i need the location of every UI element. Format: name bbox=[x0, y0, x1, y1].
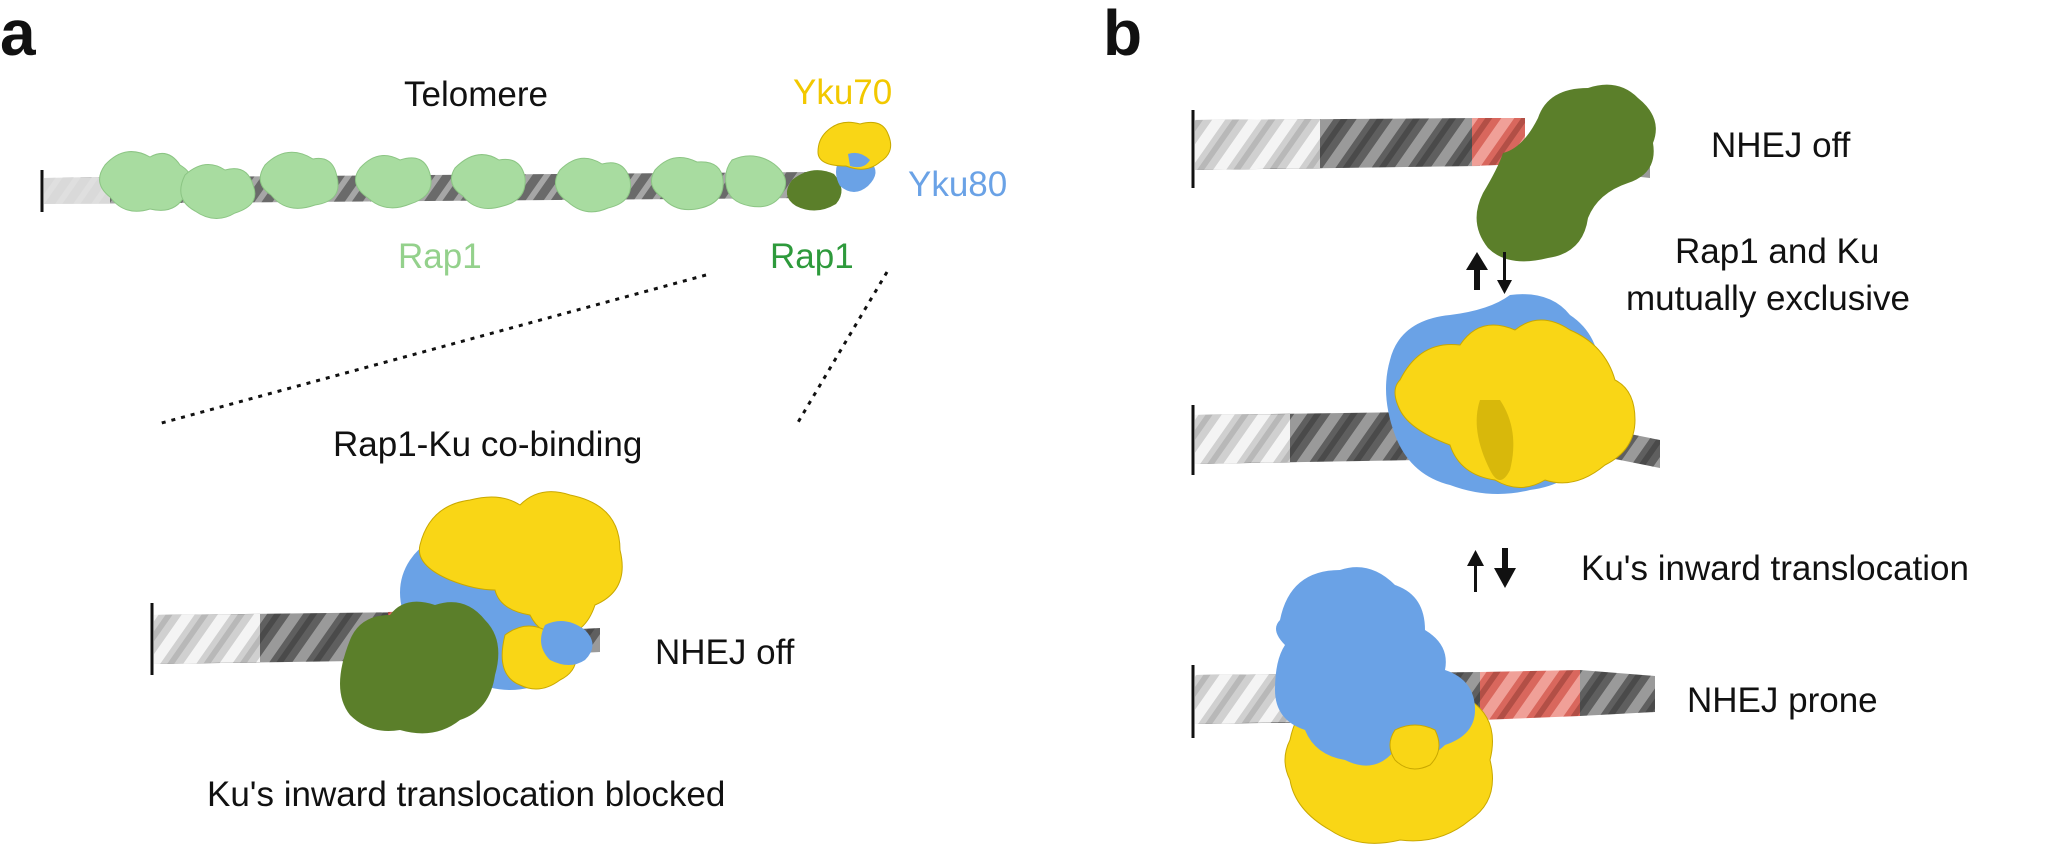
state-ku-translocated bbox=[1191, 567, 1655, 844]
state-rap1-bound bbox=[1191, 84, 1656, 262]
cobinding-label: Rap1-Ku co-binding bbox=[333, 425, 642, 464]
nhej-prone-label: NHEJ prone bbox=[1687, 681, 1878, 720]
nhej-off-label-b: NHEJ off bbox=[1711, 126, 1851, 165]
nhej-off-label-a: NHEJ off bbox=[655, 633, 795, 672]
blocked-label: Ku's inward translocation blocked bbox=[207, 775, 725, 814]
panel-b-letter: b bbox=[1103, 0, 1142, 69]
equilibrium-arrows-2 bbox=[1467, 548, 1516, 592]
yku70-label: Yku70 bbox=[793, 73, 892, 112]
equilibrium-arrows-1 bbox=[1466, 252, 1512, 294]
telomere-end-complex bbox=[786, 121, 892, 211]
rap1-label-light: Rap1 bbox=[398, 237, 482, 276]
exclusive-label-line1: Rap1 and Ku bbox=[1675, 232, 1879, 271]
rap1-ku-cobound-complex bbox=[340, 491, 623, 734]
state-ku-bound bbox=[1191, 294, 1660, 494]
exclusive-label-line2: mutually exclusive bbox=[1626, 279, 1910, 318]
panel-a-letter: a bbox=[0, 0, 36, 69]
telomere-label: Telomere bbox=[404, 75, 548, 114]
zoom-lines bbox=[157, 271, 889, 426]
translocation-label: Ku's inward translocation bbox=[1581, 549, 1969, 588]
rap1-array-light bbox=[99, 151, 787, 219]
rap1-label-dark: Rap1 bbox=[770, 237, 854, 276]
yku80-label: Yku80 bbox=[908, 165, 1007, 204]
